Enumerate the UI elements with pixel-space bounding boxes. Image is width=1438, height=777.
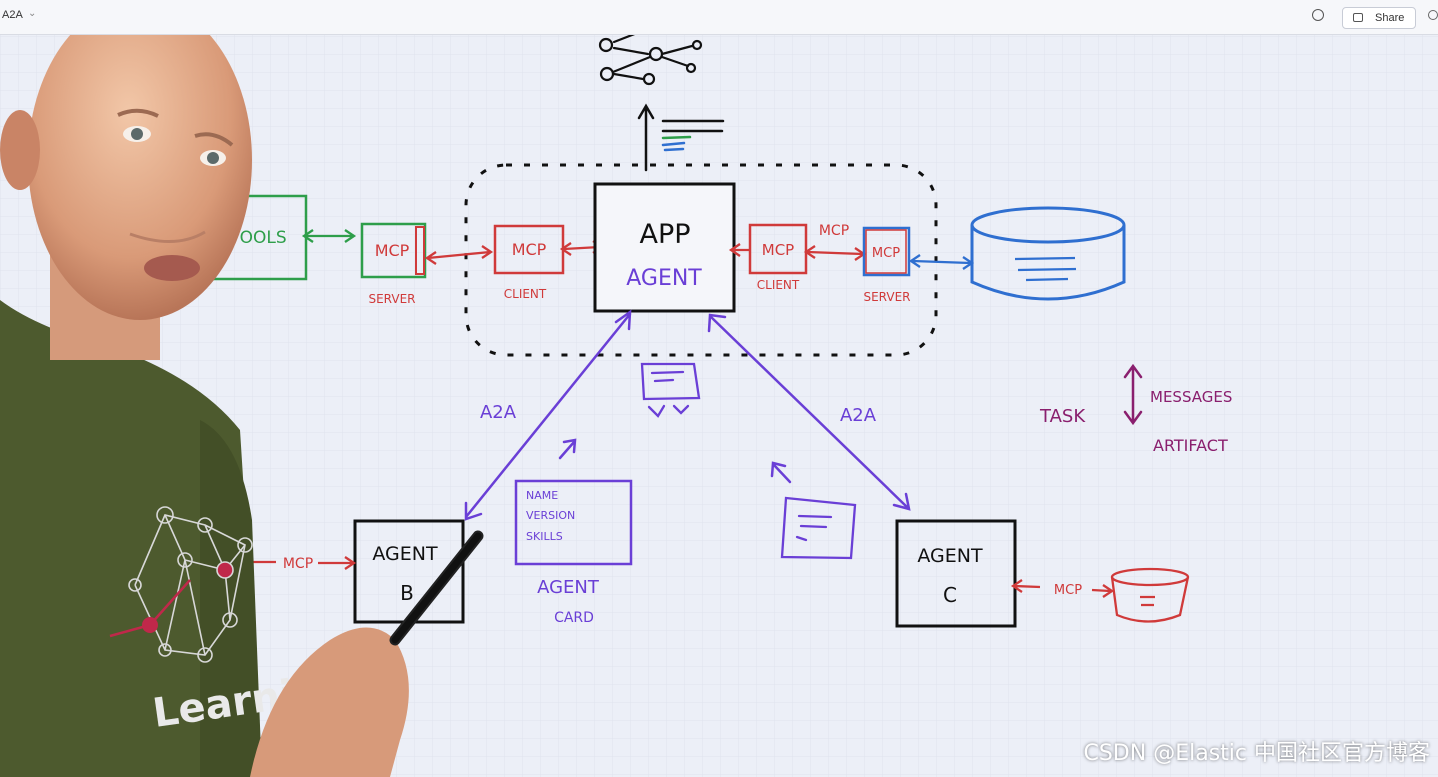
agent-card-field: SKILLS xyxy=(526,530,563,543)
gear-icon[interactable] xyxy=(1428,10,1438,20)
mcp-arrow-label: MCP xyxy=(819,223,849,239)
task-document-icon xyxy=(640,362,701,418)
arrow-up-small-left xyxy=(558,438,577,460)
agent-b-mcp-label: MCP xyxy=(283,556,313,572)
client-label: CLIENT xyxy=(757,278,800,292)
agent-card-field: VERSION xyxy=(526,509,575,522)
artifact-document-icon xyxy=(780,496,857,560)
mcp-label: MCP xyxy=(375,241,410,260)
agent-card: NAME VERSION SKILLS AGENT CARD xyxy=(514,479,633,626)
board-title[interactable]: A2A xyxy=(2,9,23,21)
up-arrow-icon xyxy=(637,103,655,172)
agent-card-field: NAME xyxy=(526,489,558,502)
presenter-figure: Learning xyxy=(0,0,484,777)
agent-b-box: AGENT B xyxy=(353,519,465,624)
agent-b-line1: AGENT xyxy=(372,543,438,565)
a2a-arrow-right xyxy=(707,313,911,511)
database-icon xyxy=(970,206,1126,301)
app-agent-line1: APP xyxy=(639,219,690,250)
share-label: Share xyxy=(1375,12,1405,24)
mcp-server-client-arrow-left xyxy=(424,245,494,265)
task-legend: TASK MESSAGES ARTIFACT xyxy=(1039,363,1232,455)
double-arrow-icon xyxy=(1123,363,1143,426)
mcp-label: MCP xyxy=(872,246,900,261)
document-lines-icon xyxy=(661,119,725,152)
marker-pen xyxy=(391,532,482,644)
tools-label: TOOLS xyxy=(228,228,286,248)
a2a-label-right: A2A xyxy=(840,405,877,426)
legend-task: TASK xyxy=(1039,406,1086,427)
agent-c-mcp-arrow xyxy=(1010,579,1115,598)
mcp-label: MCP xyxy=(762,241,794,259)
agent-card-caption: AGENT xyxy=(537,577,600,598)
agent-c-line2: C xyxy=(943,583,957,607)
agent-c-line1: AGENT xyxy=(917,545,983,567)
legend-messages: MESSAGES xyxy=(1150,388,1232,406)
arrow-up-small-right xyxy=(770,461,792,484)
app-boundary xyxy=(464,163,938,357)
network-icon xyxy=(598,19,703,86)
agent-c-box: AGENT C xyxy=(895,519,1017,628)
small-database-icon xyxy=(1110,567,1190,623)
mcp-server-left: MCP SERVER xyxy=(360,222,427,306)
agent-b-line2: B xyxy=(400,581,414,605)
client-label: CLIENT xyxy=(504,287,547,301)
chevron-down-icon[interactable]: ⌄ xyxy=(28,8,37,19)
agent-card-caption: CARD xyxy=(554,610,594,626)
app-agent-line2: AGENT xyxy=(626,266,702,291)
mcp-label: MCP xyxy=(512,240,547,259)
legend-artifact: ARTIFACT xyxy=(1153,436,1228,455)
timer-icon[interactable] xyxy=(1312,9,1324,21)
server-label: SERVER xyxy=(368,292,415,306)
server-label: SERVER xyxy=(863,290,910,304)
a2a-label-left: A2A xyxy=(480,402,517,423)
tools-mcp-arrow xyxy=(301,229,357,243)
mcp-client-right: MCP CLIENT xyxy=(748,223,808,292)
watermark: CSDN @Elastic 中国社区官方博客 xyxy=(1083,741,1430,766)
a2a-arrow-left xyxy=(464,309,632,521)
top-toolbar: A2A ⌄ Share xyxy=(0,0,1438,35)
share-icon xyxy=(1353,13,1363,22)
share-button[interactable]: Share xyxy=(1342,7,1416,29)
agent-c-mcp-label: MCP xyxy=(1054,583,1082,598)
mcp-server-right: MCP SERVER xyxy=(862,226,911,304)
agent-client-arrow-right xyxy=(728,243,750,257)
neural-network-logo xyxy=(128,506,253,663)
app-agent-box: APP AGENT xyxy=(593,182,736,313)
